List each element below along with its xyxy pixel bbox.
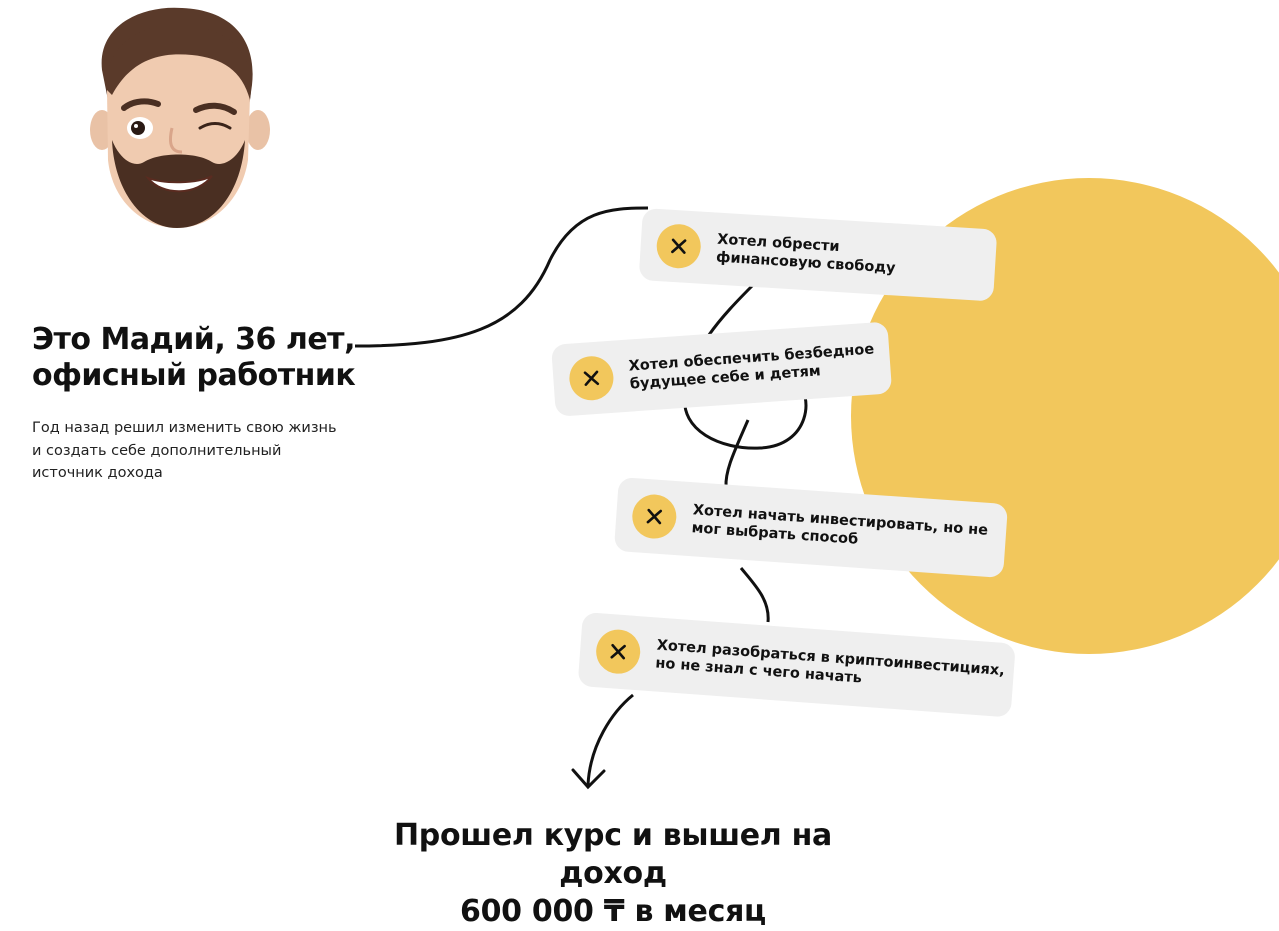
result-line: Прошел курс и вышел на доход	[393, 818, 832, 891]
title-line: офисный работник	[32, 358, 356, 393]
x-icon	[630, 493, 678, 541]
result-heading: Прошел курс и вышел на доход 600 000 ₸ в…	[362, 817, 864, 931]
pain-point-text: Хотел начать инвестировать, но не мог вы…	[691, 501, 989, 558]
title-line: Это Мадий, 36 лет,	[32, 322, 355, 357]
result-line: 600 000 ₸ в месяц	[460, 894, 766, 929]
arrow-down-icon	[571, 768, 606, 790]
lead-line: и создать себе дополнительный	[32, 442, 282, 459]
x-icon	[567, 354, 615, 402]
pain-point-card: Хотел обрести финансовую свободу	[638, 208, 998, 302]
pain-point-card: Хотел обеспечить безбедное будущее себе …	[551, 321, 893, 417]
pain-point-text: Хотел обеспечить безбедное будущее себе …	[628, 340, 876, 393]
memoji-avatar-icon	[90, 7, 270, 228]
pain-point-card: Хотел разобраться в криптоинвестициях, н…	[577, 612, 1016, 718]
avatar-area	[0, 0, 403, 322]
pain-point-text: Хотел разобраться в криптоинвестициях, н…	[655, 637, 1006, 698]
lead-text: Год назад решил изменить свою жизнь и со…	[32, 417, 362, 485]
page-title: Это Мадий, 36 лет, офисный работник	[32, 322, 372, 394]
pain-point-card: Хотел начать инвестировать, но не мог вы…	[613, 477, 1009, 579]
lead-line: источник дохода	[32, 465, 163, 481]
x-icon	[594, 628, 642, 676]
lead-line: Год назад решил изменить свою жизнь	[32, 420, 337, 436]
x-icon	[655, 222, 703, 270]
pain-point-text: Хотел обрести финансовую свободу	[716, 231, 898, 278]
